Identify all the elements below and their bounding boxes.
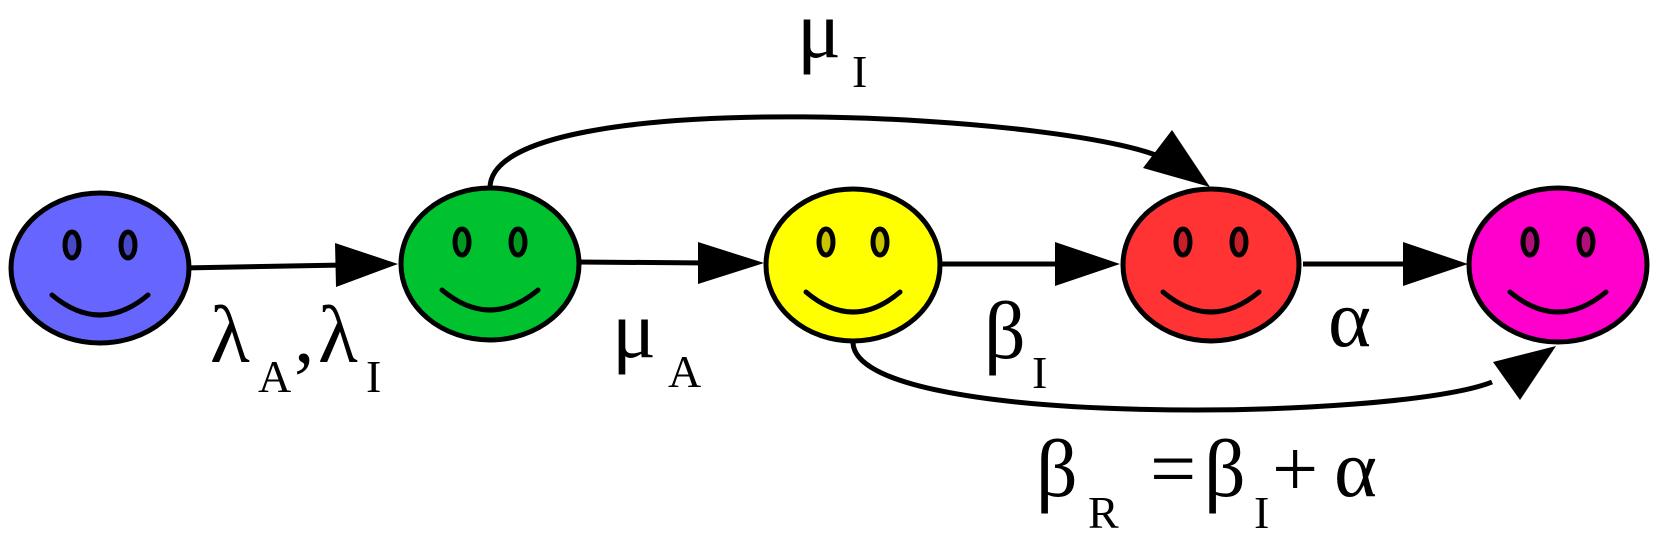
green-face xyxy=(398,185,582,343)
svg-text:β: β xyxy=(1036,423,1078,514)
svg-text:β: β xyxy=(984,285,1026,376)
edge-green-to-yellow xyxy=(576,242,764,284)
svg-text:μ: μ xyxy=(612,284,656,375)
yellow-face xyxy=(763,186,943,344)
eye-icon xyxy=(1576,226,1596,258)
label-beta-r-equation: β R = β I + α xyxy=(1036,423,1377,538)
smile-icon xyxy=(803,289,903,315)
svg-text:A: A xyxy=(258,351,291,402)
svg-text:A: A xyxy=(668,346,701,397)
red-face xyxy=(1120,186,1302,344)
blue-face xyxy=(8,190,192,346)
svg-text:I: I xyxy=(366,351,381,402)
smile-icon xyxy=(49,292,151,318)
svg-text:λ: λ xyxy=(318,289,358,380)
eye-icon xyxy=(870,226,890,258)
svg-text:I: I xyxy=(852,46,867,97)
svg-text:λ: λ xyxy=(210,289,250,380)
eye-icon xyxy=(508,226,528,258)
svg-text:α: α xyxy=(1334,423,1377,514)
edge-yellow-to-magenta-curve xyxy=(850,341,1556,413)
eye-icon xyxy=(62,229,82,261)
svg-text:=: = xyxy=(1150,423,1196,514)
label-alpha: α xyxy=(1328,273,1371,364)
label-lambda-a-lambda-i: λ A , λ I xyxy=(210,289,381,402)
eye-icon xyxy=(816,226,836,258)
svg-text:,: , xyxy=(294,289,315,380)
svg-text:+: + xyxy=(1272,423,1318,514)
smile-icon xyxy=(439,287,541,313)
svg-text:α: α xyxy=(1328,273,1371,364)
label-mu-i: μ I xyxy=(797,0,867,97)
smile-icon xyxy=(1160,289,1262,315)
svg-text:R: R xyxy=(1088,487,1119,538)
eye-icon xyxy=(1173,226,1193,258)
magenta-face xyxy=(1466,185,1650,345)
eye-icon xyxy=(452,226,472,258)
svg-text:μ: μ xyxy=(797,0,841,75)
svg-text:I: I xyxy=(1032,347,1047,398)
edge-red-to-magenta xyxy=(1303,242,1468,286)
edge-green-to-red-curve xyxy=(487,114,1210,189)
eye-icon xyxy=(1520,226,1540,258)
label-mu-a: μ A xyxy=(612,284,701,397)
eye-icon xyxy=(118,229,138,261)
label-beta-i: β I xyxy=(984,285,1047,398)
svg-text:I: I xyxy=(1254,487,1269,538)
edge-blue-to-green xyxy=(182,243,398,287)
eye-icon xyxy=(1229,226,1249,258)
svg-text:β: β xyxy=(1204,423,1246,514)
edge-yellow-to-red xyxy=(942,242,1120,286)
smile-icon xyxy=(1507,289,1609,315)
